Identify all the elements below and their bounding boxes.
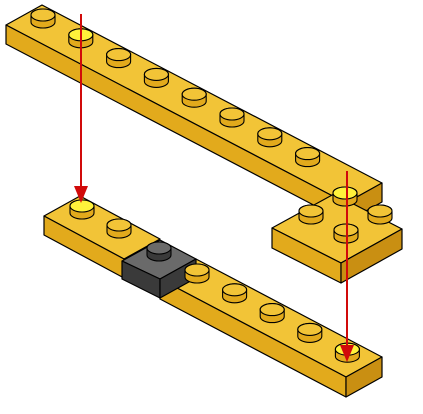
lower-plate-1x6-stud-2 — [222, 283, 248, 304]
long-plate-stud-1 — [30, 8, 56, 29]
lower-plate-1x6-stud-3-top — [259, 303, 285, 317]
arrow-left-down — [74, 14, 88, 203]
square-plate-stud-3-top — [298, 204, 324, 218]
square-plate-stud-1-top — [332, 186, 358, 200]
long-plate-stud-8 — [295, 147, 321, 168]
square-plate-stud-1 — [332, 186, 358, 207]
long-plate-stud-3-top — [106, 48, 132, 62]
lower-plate-1x6-stud-1-top — [184, 263, 210, 277]
long-plate-stud-8-top — [295, 147, 321, 161]
studs-layer — [30, 8, 393, 363]
lower-plate-1x2-stud-2 — [106, 218, 132, 239]
lower-plate-1x6-stud-4-top — [297, 322, 323, 336]
square-plate-stud-2 — [367, 204, 393, 225]
long-plate-stud-6-top — [219, 107, 245, 121]
arrow-left-head — [74, 186, 88, 203]
square-plate-stud-2-top — [367, 204, 393, 218]
arrow-right-head — [340, 345, 354, 362]
square-plate-side-right — [340, 228, 403, 284]
lower-plate-1x2-stud-1-top — [69, 199, 95, 213]
jumper-plate-stud — [146, 241, 172, 262]
long-plate-stud-5-top — [181, 87, 207, 101]
long-plate-stud-5 — [181, 87, 207, 108]
square-plate-stud-3 — [298, 204, 324, 225]
long-plate-stud-1-top — [30, 8, 56, 22]
lower-plate-1x2-stud-2-top — [106, 218, 132, 232]
lower-plate-1x2-stud-1 — [69, 199, 95, 220]
long-plate-stud-7-top — [257, 127, 283, 141]
long-plate-stud-4 — [143, 67, 169, 88]
long-plate-stud-6 — [219, 107, 245, 128]
long-plate-stud-3 — [106, 48, 132, 69]
lower-plate-1x6-stud-3 — [259, 303, 285, 324]
jumper-plate-stud-top — [146, 241, 172, 255]
long-plate-side-left — [5, 24, 347, 223]
lower-plate-1x6-stud-4 — [297, 322, 323, 343]
long-plate-1x8 — [5, 4, 383, 223]
lower-plate-1x6-end-face — [345, 356, 383, 398]
long-plate-stud-7 — [257, 127, 283, 148]
arrow-right-down — [340, 171, 354, 362]
lower-plate-1x6-stud-1 — [184, 263, 210, 284]
long-plate-stud-4-top — [143, 67, 169, 81]
lower-plate-1x6-stud-2-top — [222, 283, 248, 297]
